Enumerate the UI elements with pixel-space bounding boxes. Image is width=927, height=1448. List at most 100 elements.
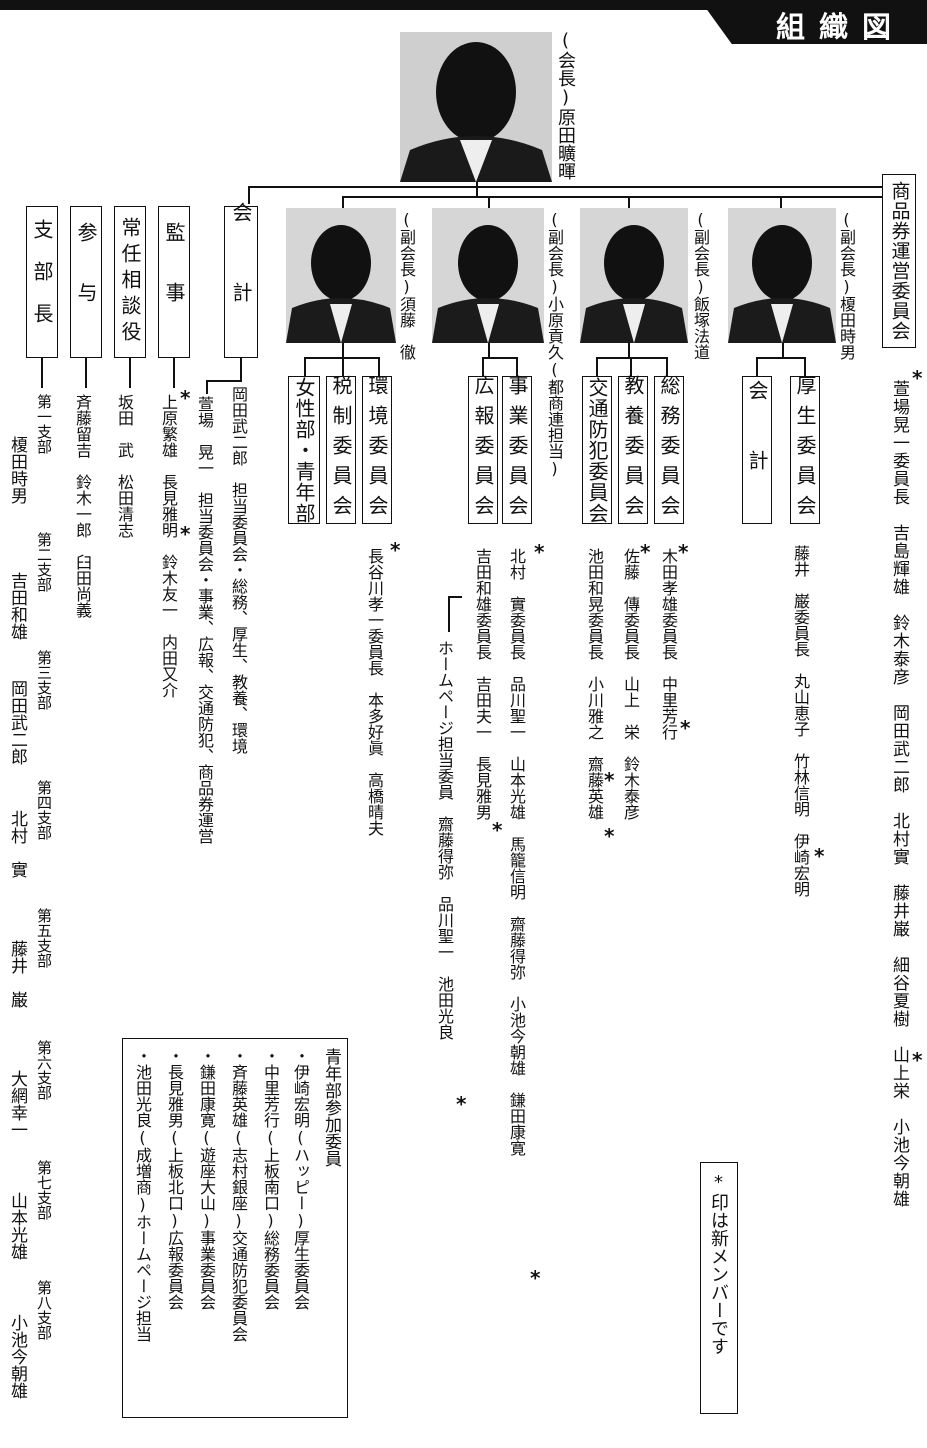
new-member-note: *印は新メンバーです — [708, 1172, 729, 1355]
branch-7-name: 第七支部 — [35, 1160, 53, 1220]
homepage-members: ホームページ担当委員 齋藤得弥 品川聖一 池田光良 — [435, 640, 454, 1040]
connector — [206, 380, 208, 394]
connector — [628, 343, 630, 357]
branch-1-name: 第一支部 — [35, 394, 53, 454]
youth-participants-box — [122, 1038, 348, 1418]
connector — [342, 196, 344, 208]
connector — [516, 357, 518, 377]
youth-heading: 青年部参加委員 — [321, 1048, 341, 1167]
zeisei-committee-box: 税制委員会 — [326, 375, 356, 525]
vp-label-sudo: (副会長)須藤 徹 — [397, 210, 416, 360]
branch-4-name: 第四支部 — [35, 780, 53, 840]
koho-committee-box: 広報委員会 — [468, 375, 498, 525]
branch-5-person: 藤井 巌 — [7, 940, 27, 1008]
branch-2-person: 吉田和雄 — [7, 572, 27, 640]
connector — [482, 357, 518, 359]
connector — [41, 358, 43, 388]
kyoyo-committee-box: 教養委員会 — [618, 375, 648, 525]
koho-members: 吉田和雄委員長 吉田夫一 長見雅男 — [473, 548, 492, 820]
kaikei-kayaba: 萱場 晃一 担当委員会・事業、広報、交通防犯、商品券運営 — [195, 396, 214, 844]
new-member-mark: * — [680, 716, 691, 740]
vp-photo-ohara — [432, 208, 544, 343]
connector — [488, 196, 490, 208]
new-member-mark: * — [390, 538, 401, 562]
title-banner — [700, 0, 927, 44]
top-bar — [0, 0, 927, 10]
branch-1-person: 榎田時男 — [7, 436, 27, 504]
connector — [782, 343, 784, 357]
youth-item-3: ・斉藤英雄(志村銀座)交通防犯委員会 — [229, 1048, 248, 1342]
jonin-box: 常任相談役 — [114, 206, 146, 358]
new-member-mark: * — [534, 540, 545, 564]
vp-label-iizuka: (副会長)飯塚法道 — [691, 210, 710, 360]
branch-4-person: 北村 實 — [7, 810, 27, 878]
connector — [206, 380, 242, 382]
vp-photo-iizuka — [580, 208, 688, 343]
somu-committee-box: 総務委員会 — [654, 375, 684, 525]
connector — [628, 196, 630, 208]
kosei-committee-box: 厚生委員会 — [790, 375, 820, 525]
jigyo-members: 北村 實委員長 品川聖一 山本光雄 馬籠信明 齋藤得弥 小池今朝雄 鎌田康寛 — [507, 548, 526, 1156]
shohinken-members: 萱場晃一委員長 吉島輝雄 鈴木泰彦 岡田武二郎 北村實 藤井巌 細谷夏樹 山上栄… — [889, 380, 909, 1208]
connector — [378, 357, 380, 377]
connector — [630, 357, 632, 377]
connector — [756, 357, 806, 359]
kanji-box: 監事 — [158, 206, 190, 358]
connector — [248, 186, 250, 204]
vp-photo-enokida — [728, 208, 836, 343]
youth-item-6: ・池田光良(成増商)ホームページ担当 — [133, 1048, 152, 1342]
shibucho-box: 支部長 — [26, 206, 58, 358]
vp-label-enokida: (副会長)榎田時男 — [837, 210, 856, 360]
branch-3-person: 岡田武二郎 — [7, 680, 27, 765]
youth-item-5: ・長見雅男(上板北口)広報委員会 — [165, 1048, 184, 1310]
branch-6-person: 大網幸一 — [7, 1070, 27, 1138]
kanji-members: 上原繁雄 長見雅明 鈴木友一 内田又介 — [159, 394, 178, 698]
youth-item-4: ・鎌田康寛(遊座大山)事業委員会 — [197, 1048, 216, 1310]
branch-2-name: 第二支部 — [35, 532, 53, 592]
connector — [596, 357, 598, 377]
new-member-mark: * — [912, 366, 923, 390]
sanyo-box: 参与 — [70, 206, 102, 358]
connector — [804, 357, 806, 377]
connector — [342, 343, 344, 357]
kotsu-committee-box: 交通防犯委員会 — [582, 376, 612, 524]
new-member-mark: * — [912, 1048, 923, 1072]
connector — [756, 357, 758, 377]
kaikei-box: 会計 — [224, 202, 258, 362]
new-member-mark: * — [604, 824, 615, 848]
new-member-mark: * — [456, 1092, 467, 1116]
president-label: (会長)原田曠暉 — [555, 30, 576, 180]
sanyo-members: 斉藤留吉 鈴木一郎 臼田尚義 — [73, 394, 92, 618]
branch-3-name: 第三支部 — [35, 650, 53, 710]
connector — [488, 343, 490, 357]
jigyo-committee-box: 事業委員会 — [502, 375, 532, 525]
connector — [448, 596, 450, 632]
kaikei-okada: 岡田武二郎 担当委員会・総務、厚生、教養、環境 — [229, 386, 248, 754]
new-member-mark: * — [604, 768, 615, 792]
connector — [780, 196, 782, 208]
kosei-members: 藤井 巌委員長 丸山恵子 竹林信明 伊崎宏明 — [791, 545, 810, 897]
connector — [342, 196, 882, 198]
connector — [173, 358, 175, 388]
branch-8-name: 第八支部 — [35, 1280, 53, 1340]
vp-photo-sudo — [286, 208, 396, 343]
connector — [596, 357, 668, 359]
new-member-mark: * — [180, 386, 191, 410]
connector — [85, 358, 87, 388]
connector — [666, 357, 668, 377]
connector — [448, 596, 462, 598]
kosei-kaikei-box: 会計 — [742, 376, 772, 524]
somu-members: 木田孝雄委員長 中里芳行 — [659, 548, 678, 740]
connector — [240, 358, 242, 380]
new-member-mark: * — [180, 522, 191, 546]
shohinken-committee-box: 商品券運営委員会 — [882, 174, 916, 348]
connector — [304, 357, 306, 377]
branch-7-person: 山本光雄 — [7, 1192, 27, 1260]
page-title: 組織図 — [776, 10, 906, 44]
branch-8-person: 小池今朝雄 — [7, 1314, 27, 1399]
connector — [476, 182, 478, 196]
new-member-mark: * — [492, 818, 503, 842]
new-member-mark: * — [640, 540, 651, 564]
connector — [482, 357, 484, 377]
connector — [342, 357, 344, 377]
